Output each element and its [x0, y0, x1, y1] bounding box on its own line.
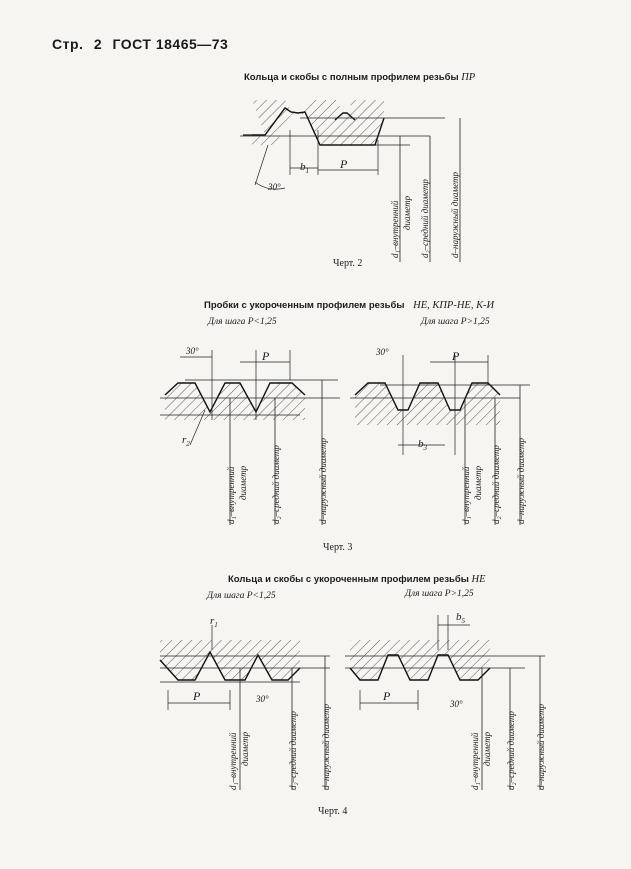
label-d1: d₁–внутренний — [390, 200, 400, 258]
section3-right-subtitle: Для шага P>1,25 — [405, 589, 474, 599]
section1-title: Кольца и скобы с полным профилем резьбы … — [244, 72, 476, 83]
label-p-4l: P — [192, 689, 201, 703]
section3-title: Кольца и скобы с укороченным профилем ре… — [228, 574, 486, 585]
figure-3-right-drawing: 30° P b3 d₁–внутренний диаметр d₂–средни… — [350, 347, 530, 525]
standard-number: ГОСТ 18465—73 — [112, 36, 229, 52]
label-d1-4l: d₁–внутренний — [228, 732, 238, 790]
label-angle: 30° — [267, 182, 281, 192]
label-d: d–наружный диаметр — [450, 172, 460, 258]
label-r1: r1 — [210, 615, 218, 629]
section2-left-subtitle: Для шага P<1,25 — [208, 317, 277, 327]
page-number: 2 — [93, 36, 103, 52]
figure-4-left-drawing: r1 P 30° d₁–внутренний диаметр d₂–средни… — [159, 615, 331, 790]
label-d2: d₂–средний диаметр — [420, 179, 430, 258]
label-b1: b1 — [300, 161, 309, 175]
label-d1-3l: d₁–внутренний — [226, 466, 236, 524]
label-angle-4l: 30° — [255, 694, 269, 704]
label-d1-4r: d₁–внутренний — [470, 732, 480, 790]
label-p-3r: P — [451, 349, 460, 363]
label-d-4l: d–наружный диаметр — [321, 704, 331, 790]
section2-right-subtitle: Для шага P>1,25 — [421, 317, 490, 327]
label-d2-3r: d₂–средний диаметр — [491, 445, 501, 524]
label-d1b: диаметр — [402, 195, 412, 230]
label-r2: r2 — [182, 434, 190, 448]
caption-figure-3: Черт. 3 — [323, 542, 353, 553]
label-p-4r: P — [382, 689, 391, 703]
label-angle-4r: 30° — [449, 699, 463, 709]
label-d-4r: d–наружный диаметр — [536, 704, 546, 790]
label-d1b-4l: диаметр — [240, 731, 250, 766]
label-d1-3r: d₁–внутренний — [461, 466, 471, 524]
label-angle-3l: 30° — [185, 346, 199, 356]
figure-2-drawing: b1 P 30° d₁–внутренний диаметр d₂–средни… — [240, 100, 461, 262]
figure-4-right-drawing: b5 P 30° d₁–внутренний диаметр d₂–средни… — [345, 611, 546, 790]
section2-title: Пробки с укороченным профилем резьбы НЕ,… — [204, 300, 495, 311]
figure-3-left-drawing: 30° P r2 d₁–внутренний диаметр d₂–средни… — [160, 346, 340, 525]
caption-figure-4: Черт. 4 — [318, 806, 348, 817]
label-d2-3l: d₂–средний диаметр — [271, 445, 281, 524]
label-d2-4r: d₂–средний диаметр — [506, 711, 516, 790]
label-d-3r: d–наружный диаметр — [516, 438, 526, 524]
label-p: P — [339, 157, 348, 171]
label-d-3l: d–наружный диаметр — [318, 438, 328, 524]
label-d2-4l: d₂–средний диаметр — [288, 711, 298, 790]
page-header: Стр. 2 ГОСТ 18465—73 — [52, 36, 234, 52]
section3-profile: НЕ — [471, 574, 486, 585]
label-d1b-3l: диаметр — [238, 465, 248, 500]
page-label: Стр. — [52, 36, 84, 52]
label-d1b-4r: диаметр — [482, 731, 492, 766]
label-p-3l: P — [261, 349, 270, 363]
label-b5: b5 — [456, 611, 466, 625]
label-angle-3r: 30° — [375, 347, 389, 357]
section1-profile: ПР — [461, 72, 476, 83]
caption-figure-2: Черт. 2 — [333, 258, 363, 269]
section3-left-subtitle: Для шага P<1,25 — [207, 591, 276, 601]
label-b3: b3 — [418, 438, 428, 452]
label-d1b-3r: диаметр — [473, 465, 483, 500]
section2-profile: НЕ, КПР-НЕ, К-И — [413, 300, 495, 311]
